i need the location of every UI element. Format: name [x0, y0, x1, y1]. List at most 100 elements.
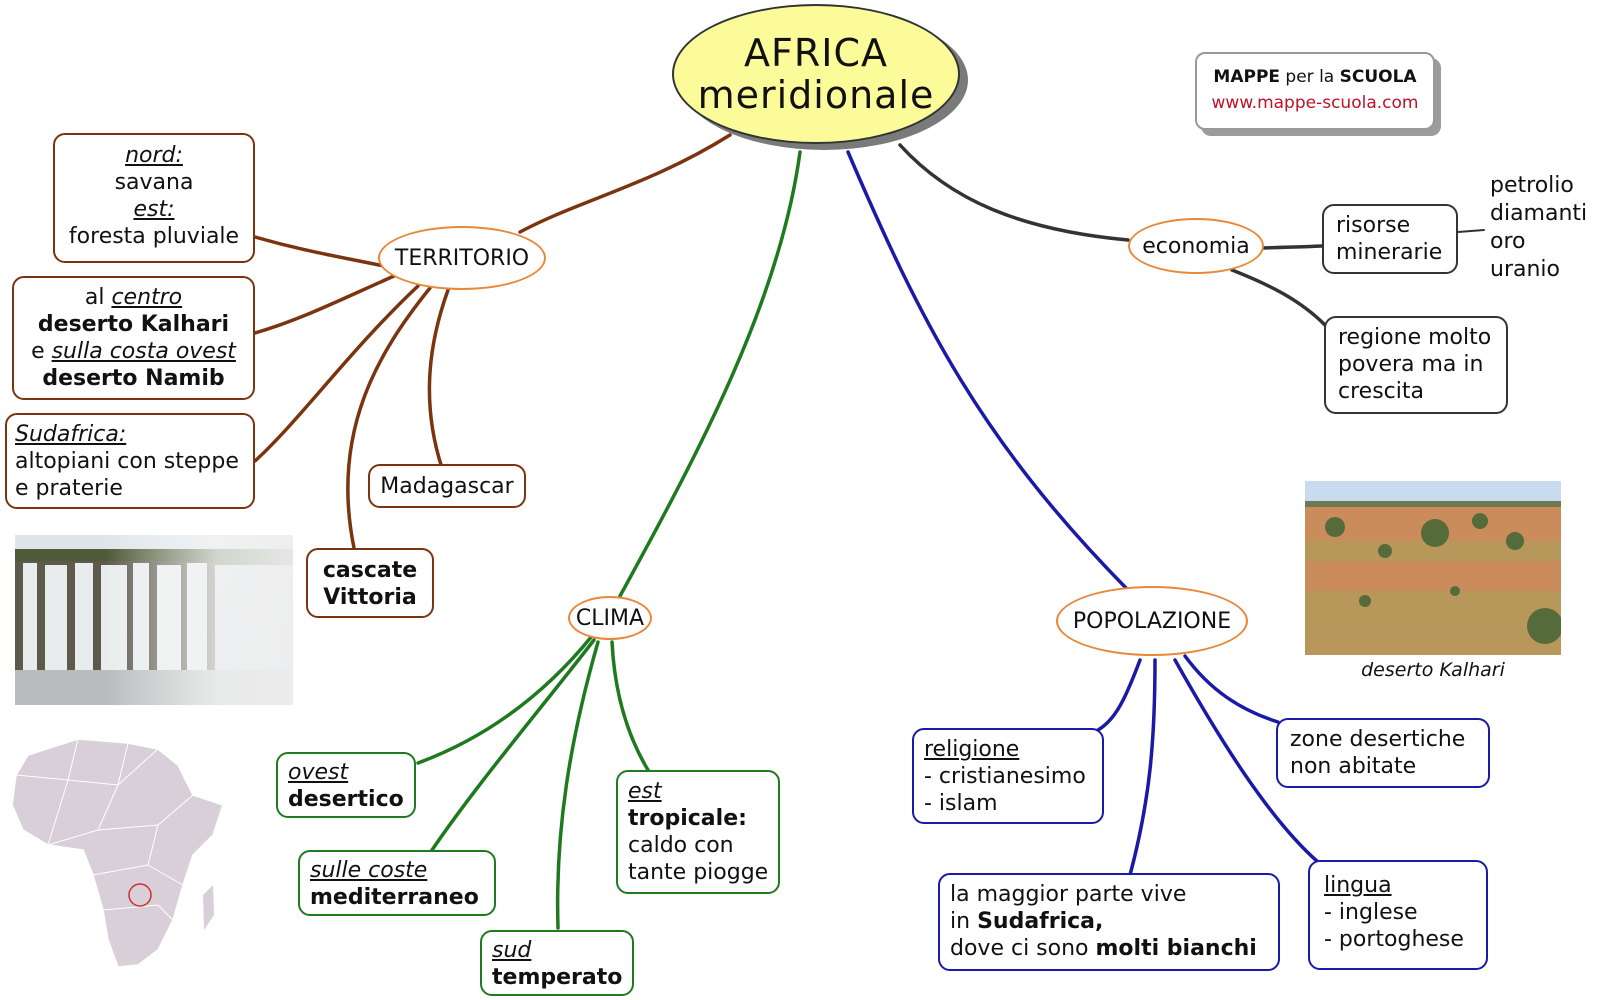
zone-line2: non abitate — [1290, 754, 1417, 779]
territorio-oval: TERRITORIO — [378, 226, 546, 290]
est-value: foresta pluviale — [68, 224, 240, 249]
maggior-line3: dove ci sono molti bianchi — [950, 936, 1257, 961]
clima-label: CLIMA — [575, 605, 645, 631]
link-title-economia — [898, 143, 1130, 242]
deserti-kalhari: deserto Kalhari — [37, 312, 230, 337]
clima-est-value: tropicale: — [628, 806, 747, 831]
link-title-territorio — [518, 133, 732, 234]
link-pop-lingua — [1173, 658, 1320, 864]
kalhari-caption: deserto Kalhari — [1361, 659, 1505, 681]
link-risorse-minerali — [1457, 229, 1485, 233]
economia-label: economia — [1142, 233, 1250, 259]
link-territorio-box3 — [253, 284, 420, 463]
minerale-petrolio: petrolio — [1490, 173, 1574, 198]
regione-box: regione molto povera ma in crescita — [1324, 316, 1508, 414]
deserti-line1: al centro — [84, 285, 183, 310]
cascate-line1: cascate — [322, 558, 418, 583]
minerale-oro: oro — [1490, 229, 1526, 254]
clima-est-line4: tante piogge — [628, 860, 769, 885]
link-territorio-madagascar — [427, 288, 450, 470]
minerali-list: petrolio diamanti oro uranio — [1490, 172, 1587, 284]
brand-url: www.mappe-scuola.com — [1211, 93, 1419, 113]
territorio-label: TERRITORIO — [394, 245, 530, 271]
link-economia-risorse — [1260, 244, 1324, 250]
economia-oval: economia — [1128, 218, 1264, 274]
link-territorio-cascate — [346, 286, 432, 550]
kalhari-photo — [1305, 481, 1561, 655]
zone-box: zone desertiche non abitate — [1276, 718, 1490, 788]
link-clima-coste — [430, 638, 596, 852]
religione-line2: - cristianesimo — [924, 764, 1086, 789]
popolazione-label: POPOLAZIONE — [1072, 608, 1232, 634]
link-title-clima — [618, 150, 802, 598]
maggior-line1: la maggior parte vive — [950, 882, 1187, 907]
lingua-label: lingua — [1324, 873, 1392, 898]
clima-est-line3: caldo con — [628, 833, 734, 858]
link-territorio-box1 — [253, 235, 386, 268]
regione-line1: regione molto — [1338, 325, 1492, 350]
lingua-line3: - portoghese — [1324, 927, 1464, 952]
cascate-box: cascate Vittoria — [306, 548, 434, 618]
clima-ovest-box: ovest desertico — [276, 752, 416, 818]
religione-line3: - islam — [924, 791, 998, 816]
risorse-line1: risorse — [1336, 213, 1411, 238]
link-clima-sud — [555, 640, 600, 930]
brand-box: MAPPE per la SCUOLA www.mappe-scuola.com — [1195, 52, 1435, 130]
link-clima-ovest — [416, 634, 594, 765]
nord-value: savana — [114, 170, 194, 195]
risorse-line2: minerarie — [1336, 240, 1443, 265]
clima-sud-value: temperato — [492, 965, 623, 990]
clima-coste-box: sulle coste mediterraneo — [298, 850, 496, 916]
territorio-nord-est-box: nord: savana est: foresta pluviale — [53, 133, 255, 263]
link-pop-zone — [1183, 654, 1280, 724]
maggior-line2: in Sudafrica, — [950, 909, 1104, 934]
africa-map-image — [8, 735, 228, 975]
madagascar-box: Madagascar — [368, 464, 526, 508]
regione-line2: povera ma in — [1338, 352, 1484, 377]
desert-image — [1305, 481, 1561, 655]
cascate-line2: Vittoria — [323, 585, 417, 610]
link-title-popolazione — [846, 150, 1130, 592]
clima-oval: CLIMA — [568, 596, 652, 640]
regione-line3: crescita — [1338, 379, 1424, 404]
clima-ovest-value: desertico — [288, 787, 404, 812]
zone-line1: zone desertiche — [1290, 727, 1466, 752]
link-territorio-box2 — [253, 274, 396, 335]
waterfall-image — [15, 535, 293, 705]
est-label: est: — [133, 197, 175, 222]
link-pop-maggior — [1128, 658, 1157, 877]
title-line2: meridionale — [697, 73, 935, 117]
clima-coste-label: sulle coste — [310, 858, 428, 883]
title-line1: AFRICA — [744, 31, 888, 75]
brand-word-scuola: SCUOLA — [1339, 67, 1417, 87]
sudafrica-label: Sudafrica: — [15, 422, 127, 447]
madagascar-label: Madagascar — [380, 474, 514, 499]
clima-sud-box: sud temperato — [480, 930, 634, 996]
clima-est-label: est — [628, 779, 662, 804]
link-pop-religione — [1096, 658, 1142, 732]
minerale-uranio: uranio — [1490, 257, 1560, 282]
clima-coste-value: mediterraneo — [310, 885, 479, 910]
maggior-parte-box: la maggior parte vive in Sudafrica, dove… — [938, 873, 1280, 971]
territorio-sudafrica-box: Sudafrica: altopiani con steppe e prater… — [5, 413, 255, 509]
popolazione-oval: POPOLAZIONE — [1056, 586, 1248, 656]
religione-label: religione — [924, 737, 1020, 762]
sudafrica-line2: altopiani con steppe — [15, 449, 239, 474]
brand-word-per-la: per la — [1285, 67, 1335, 87]
deserti-line3: e sulla costa ovest — [31, 339, 236, 364]
nord-label: nord: — [125, 143, 183, 168]
clima-sud-label: sud — [492, 938, 532, 963]
victoria-falls-photo — [15, 535, 293, 705]
link-economia-regione — [1230, 268, 1327, 327]
clima-est-box: est tropicale: caldo con tante piogge — [616, 770, 780, 894]
lingua-line2: - inglese — [1324, 900, 1418, 925]
clima-ovest-label: ovest — [288, 760, 349, 785]
lingua-box: lingua - inglese - portoghese — [1308, 860, 1488, 970]
africa-map — [8, 735, 228, 975]
minerale-diamanti: diamanti — [1490, 201, 1588, 226]
deserti-namib: deserto Namib — [42, 366, 225, 391]
title-oval: AFRICA meridionale — [672, 4, 960, 144]
territorio-deserti-box: al centro deserto Kalhari e sulla costa … — [12, 276, 255, 400]
religione-box: religione - cristianesimo - islam — [912, 728, 1104, 824]
brand-word-mappe: MAPPE — [1213, 67, 1281, 87]
